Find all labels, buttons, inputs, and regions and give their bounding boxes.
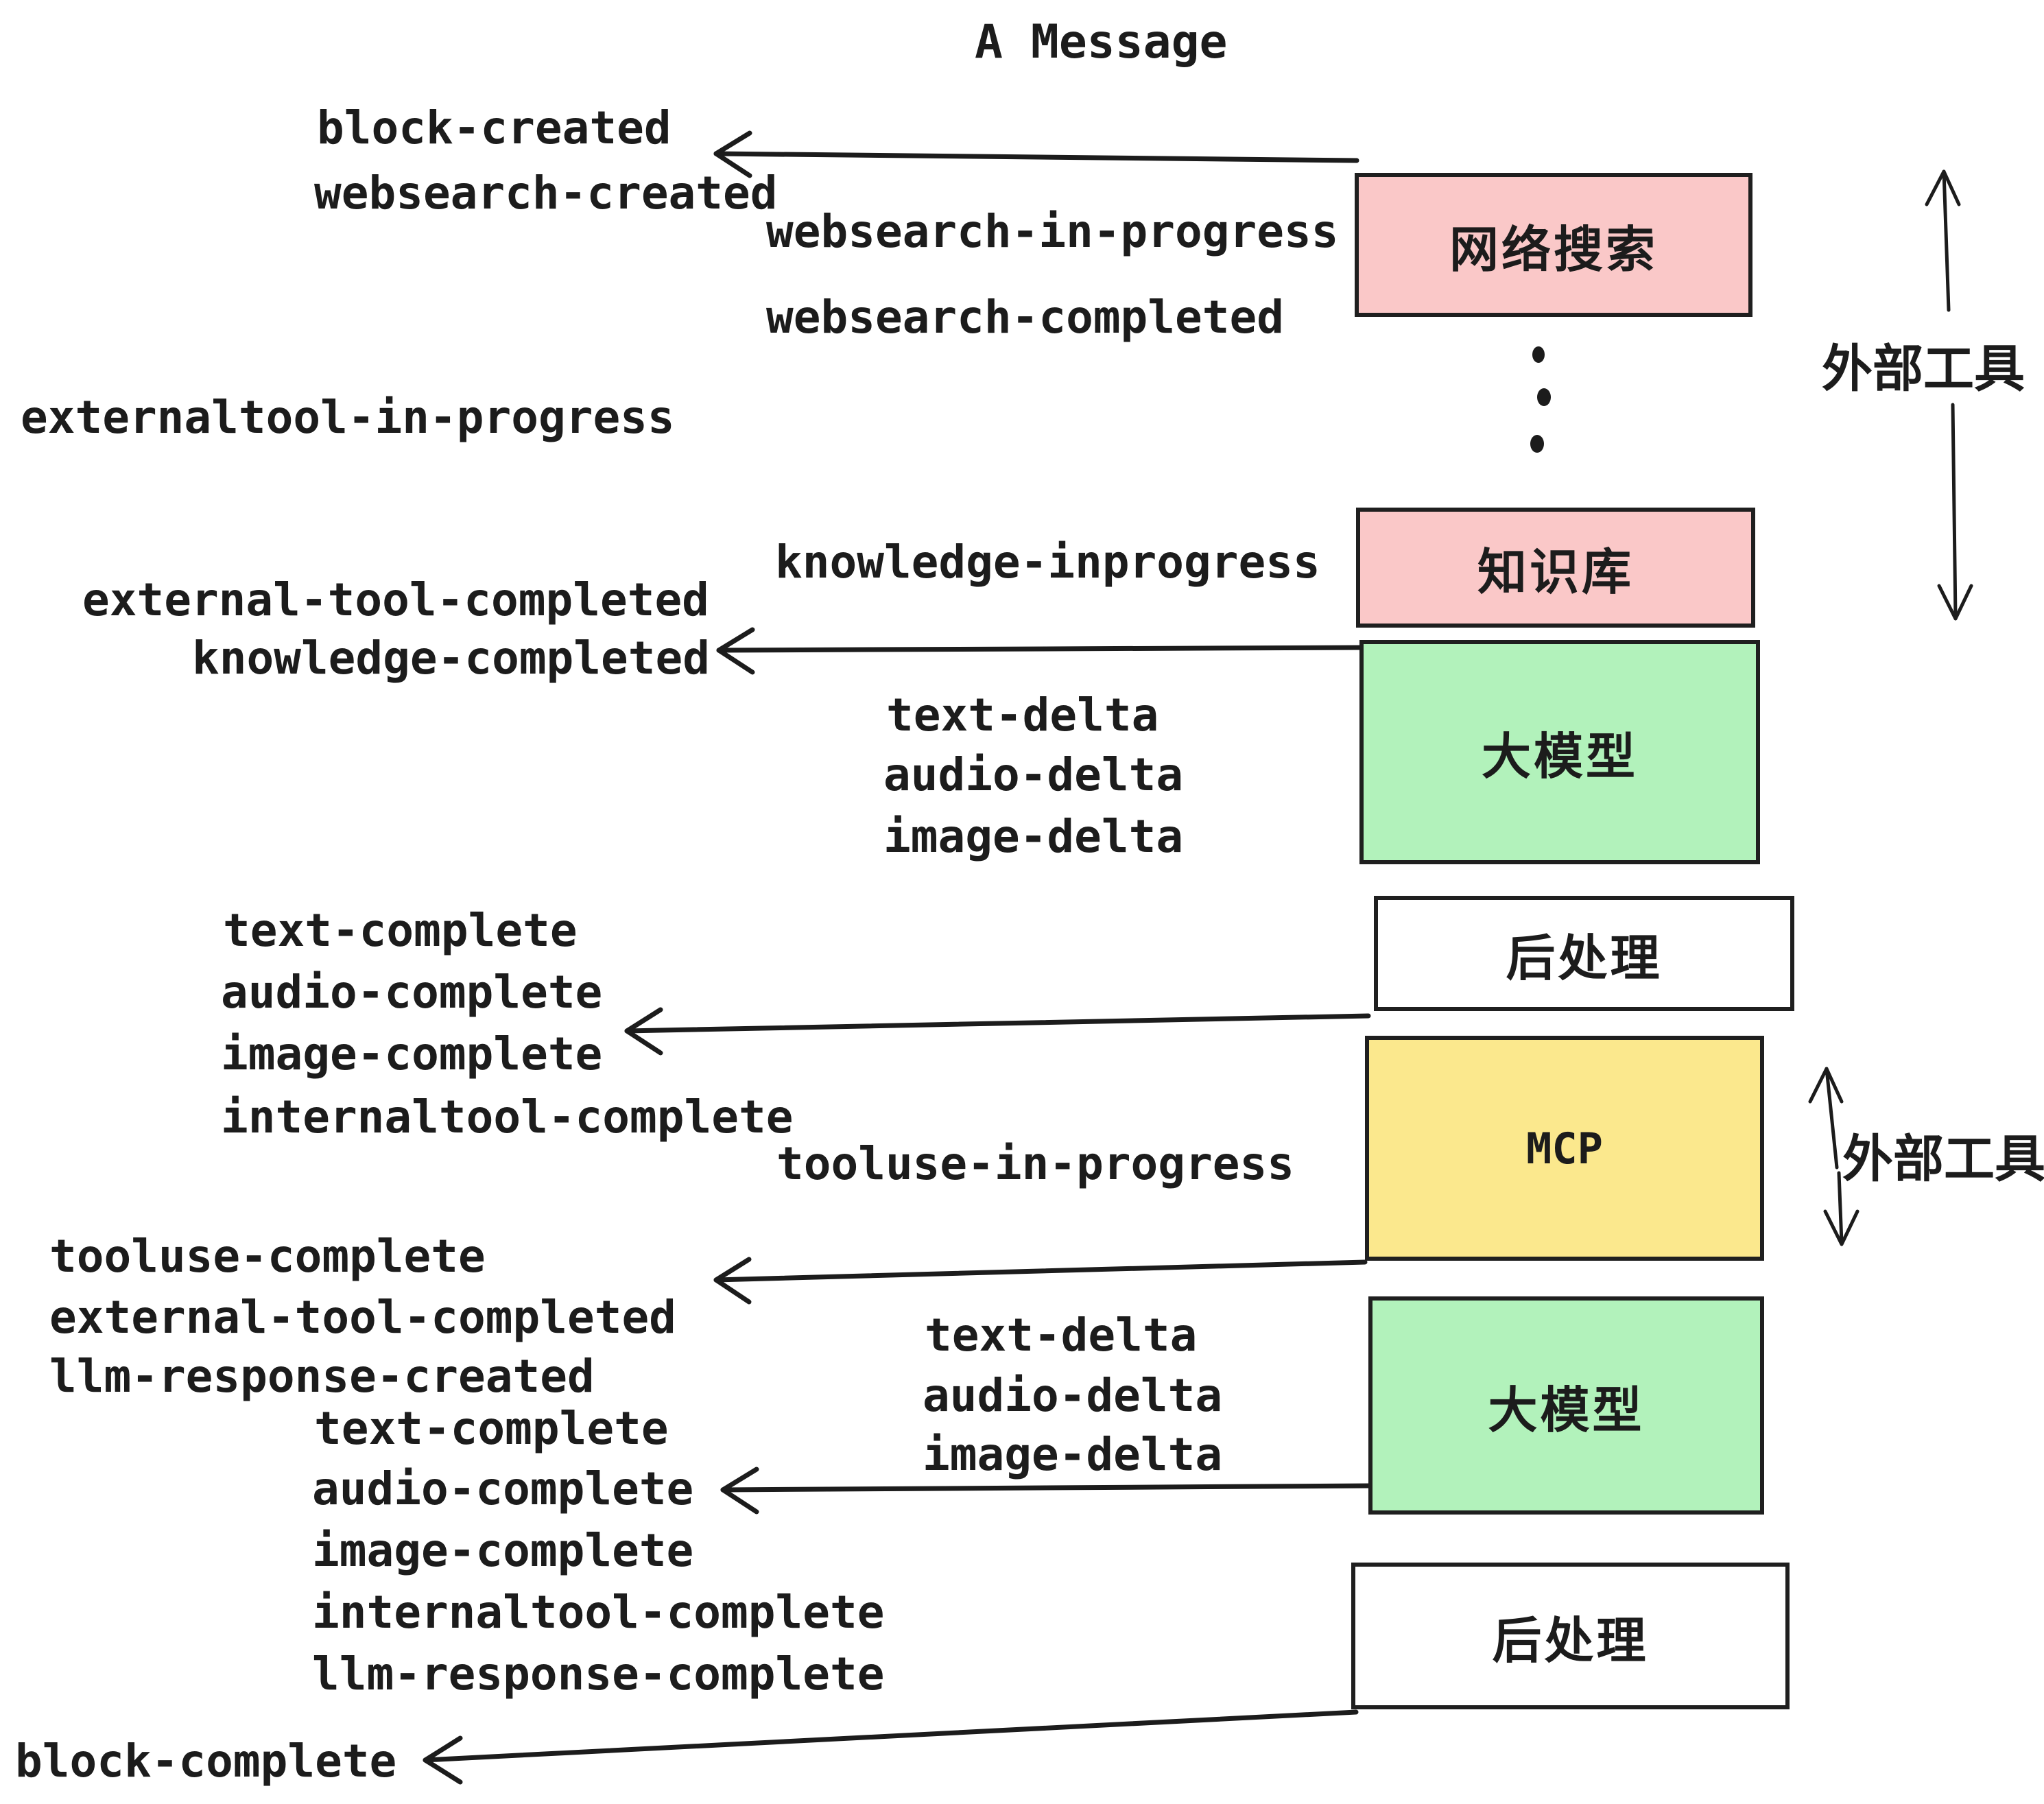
event-label-block-created: block-created [317,102,672,154]
diagram-title: A Message [975,15,1228,69]
event-label-audio-complete-1: audio-complete [221,966,603,1019]
event-label-internaltool-complete-1: internaltool-complete [221,1091,794,1143]
node-mcp-label: MCP [1526,1123,1603,1174]
event-label-external-tool-completed: external-tool-completed [82,573,709,626]
event-label-image-delta-1: image-delta [883,810,1184,863]
node-llm-2-label: 大模型 [1488,1383,1645,1438]
event-label-tooluse-complete: tooluse-complete [49,1230,486,1283]
event-label-text-complete-2: text-complete [314,1402,669,1455]
external-tools-range-arrow-1 [1925,169,1973,621]
ellipsis-dots [1530,346,1551,453]
arrow-to-block-complete [423,1709,1359,1785]
event-label-image-delta-2: image-delta [923,1428,1223,1481]
external-tools-range-arrow-2 [1808,1067,1859,1246]
node-llm-1-label: 大模型 [1481,730,1638,785]
event-label-external-tool-completed-2: external-tool-completed [49,1291,676,1344]
arrow-to-audio-complete [720,1467,1375,1515]
event-label-image-complete-2: image-complete [312,1524,694,1577]
event-label-knowledge-completed: knowledge-completed [192,632,710,685]
event-label-llm-response-created: llm-response-created [49,1350,595,1403]
event-label-websearch-created: websearch-created [314,167,778,219]
event-label-tooluse-in-progress: tooluse-in-progress [776,1137,1294,1190]
external-tools-label-2: 外部工具 [1842,1130,2044,1187]
node-knowledge-label: 知识库 [1477,545,1634,600]
node-mcp: MCP [1365,1036,1764,1261]
event-label-internaltool-complete-2: internaltool-complete [312,1586,885,1639]
event-label-text-complete-1: text-complete [223,904,578,957]
node-llm-1: 大模型 [1359,640,1760,864]
event-label-externaltool-in-progress: externaltool-in-progress [21,391,675,444]
node-knowledge: 知识库 [1356,508,1755,628]
event-label-block-complete: block-complete [15,1735,397,1788]
event-label-audio-delta-1: audio-delta [883,748,1184,801]
event-label-knowledge-inprogress: knowledge-inprogress [775,536,1320,589]
node-websearch-label: 网络搜索 [1449,222,1658,278]
arrow-to-knowledge-completed [716,627,1368,675]
external-tools-label-1: 外部工具 [1822,340,2025,397]
arrow-to-block-created [713,130,1359,178]
event-label-text-delta-1: text-delta [886,689,1159,741]
event-label-websearch-in-progress: websearch-in-progress [766,205,1339,258]
node-llm-2: 大模型 [1368,1296,1764,1515]
event-label-llm-response-complete: llm-response-complete [312,1648,885,1700]
event-label-audio-complete-2: audio-complete [312,1462,694,1515]
event-label-text-delta-2: text-delta [925,1309,1198,1362]
arrow-to-image-complete [624,1007,1371,1056]
node-postprocess-2-label: 后处理 [1492,1613,1649,1669]
event-label-websearch-completed: websearch-completed [766,291,1284,344]
node-postprocess-1: 后处理 [1374,896,1794,1011]
arrow-to-tooluse-complete [713,1257,1368,1305]
event-label-image-complete-1: image-complete [221,1028,603,1080]
event-label-audio-delta-2: audio-delta [923,1369,1223,1422]
node-websearch: 网络搜索 [1355,173,1752,317]
node-postprocess-2: 后处理 [1351,1563,1790,1709]
node-postprocess-1-label: 后处理 [1506,931,1663,986]
